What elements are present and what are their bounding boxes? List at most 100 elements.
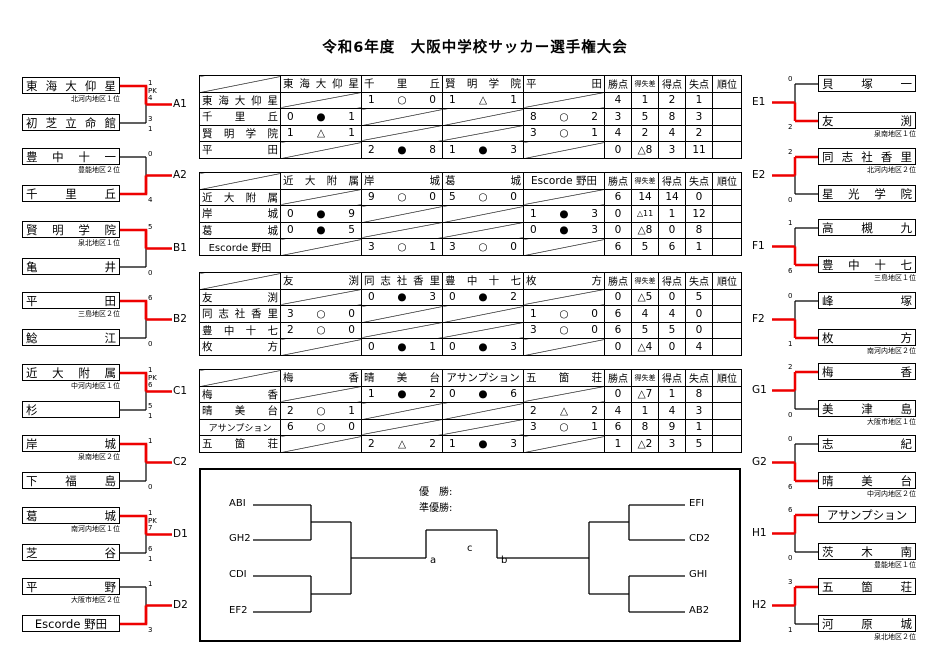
stat-cell: 2 <box>631 124 659 142</box>
column-team-header: 五箇荘 <box>523 369 605 387</box>
row-team-name: 千里丘 <box>199 108 281 126</box>
team-box: 美津島 <box>818 400 916 417</box>
final-slot-label: GHI <box>689 569 708 580</box>
stat-cell: 4 <box>658 305 686 323</box>
stat-cell <box>712 288 742 306</box>
stat-cell: 1 <box>685 91 713 109</box>
team-box: 貝塚一 <box>818 75 916 92</box>
column-team-header: 葛城 <box>442 172 524 190</box>
stat-cell: 5 <box>631 238 659 256</box>
team-box: 五箇荘 <box>818 578 916 595</box>
team-district-note: 泉北地区１位 <box>78 239 120 247</box>
stat-header: 勝点 <box>604 75 632 93</box>
stat-cell <box>712 91 742 109</box>
final-slot-label: ABI <box>229 498 246 509</box>
stat-cell: 0 <box>685 305 713 323</box>
stat-header: 失点 <box>685 172 713 190</box>
match-result-cell: 6○0 <box>280 418 362 436</box>
match-result-cell <box>442 402 524 420</box>
score: 2 <box>788 123 793 131</box>
score: 1 <box>148 509 153 517</box>
self-match-cell <box>361 108 443 126</box>
match-result-cell: 3○1 <box>523 418 605 436</box>
match-result-cell: 0●9 <box>280 205 362 223</box>
team-box: 豊中十七 <box>818 256 916 273</box>
self-match-cell <box>442 418 524 436</box>
stat-header: 得失差 <box>631 172 659 190</box>
match-result-cell: 8○2 <box>523 108 605 126</box>
stat-cell: 6 <box>604 321 632 339</box>
pk-score: 3 <box>148 115 153 123</box>
match-result-cell: 2△2 <box>523 402 605 420</box>
team-district-note: 泉南地区１位 <box>874 130 916 138</box>
team-box: 千里丘 <box>22 185 120 202</box>
runnerup-label: 準優勝: <box>419 503 453 514</box>
row-team-name: 枚方 <box>199 338 281 356</box>
score: 1 <box>148 555 153 563</box>
winner-label: 優 勝: <box>419 487 453 498</box>
team-box: 同志社香里 <box>818 148 916 165</box>
match-result-cell <box>280 338 362 356</box>
row-team-name: 晴美台 <box>199 402 281 420</box>
stat-cell <box>712 305 742 323</box>
stat-header: 勝点 <box>604 272 632 290</box>
stat-cell <box>712 435 742 453</box>
column-team-header: 同志社香里 <box>361 272 443 290</box>
stat-cell: 0 <box>685 321 713 339</box>
match-result-cell: 2△2 <box>361 435 443 453</box>
score: 0 <box>788 75 793 83</box>
match-result-cell: 3○0 <box>442 238 524 256</box>
self-match-cell <box>523 141 605 159</box>
stat-cell <box>712 338 742 356</box>
team-district-note: 北河内地区１位 <box>71 95 120 103</box>
team-district-note: 三島地区１位 <box>874 274 916 282</box>
match-result-cell <box>280 141 362 159</box>
stat-cell <box>712 221 742 239</box>
self-match-cell <box>523 338 605 356</box>
self-match-cell <box>523 435 605 453</box>
stat-cell: 1 <box>685 418 713 436</box>
stat-header: 順位 <box>712 75 742 93</box>
team-box: 東海大仰星 <box>22 77 120 94</box>
stat-header: 得点 <box>658 369 686 387</box>
column-team-header: 賢明学院 <box>442 75 524 93</box>
self-match-cell <box>280 385 362 403</box>
stat-cell: 1 <box>685 238 713 256</box>
stat-cell: △2 <box>631 435 659 453</box>
pk-label: PK <box>148 87 157 95</box>
team-box: 岸城 <box>22 435 120 452</box>
stat-cell: 4 <box>604 402 632 420</box>
stat-header: 得点 <box>658 75 686 93</box>
pair-id-label: E2 <box>752 168 766 181</box>
final-bracket-lines <box>253 504 685 613</box>
stat-cell: 8 <box>658 108 686 126</box>
final-slot-label: EF2 <box>229 605 248 616</box>
stat-cell: 8 <box>631 418 659 436</box>
column-team-header: 枚方 <box>523 272 605 290</box>
row-team-name: 賢明学院 <box>199 124 281 142</box>
self-match-cell <box>280 288 362 306</box>
stat-cell: 4 <box>658 124 686 142</box>
match-result-cell: 0●3 <box>523 221 605 239</box>
pair-id-label: F2 <box>752 312 765 325</box>
stat-cell <box>712 418 742 436</box>
stat-cell: 6 <box>604 188 632 206</box>
header-corner <box>199 172 281 190</box>
header-corner <box>199 75 281 93</box>
pair-id-label: A1 <box>173 97 187 110</box>
stat-cell: 5 <box>685 435 713 453</box>
pk-score: 5 <box>148 402 153 410</box>
stat-header: 得点 <box>658 172 686 190</box>
stat-header: 順位 <box>712 369 742 387</box>
team-box: 志紀 <box>818 435 916 452</box>
team-box: 梅香 <box>818 363 916 380</box>
pk-score: 7 <box>148 524 153 532</box>
column-team-header: 晴美台 <box>361 369 443 387</box>
match-result-cell <box>442 305 524 323</box>
